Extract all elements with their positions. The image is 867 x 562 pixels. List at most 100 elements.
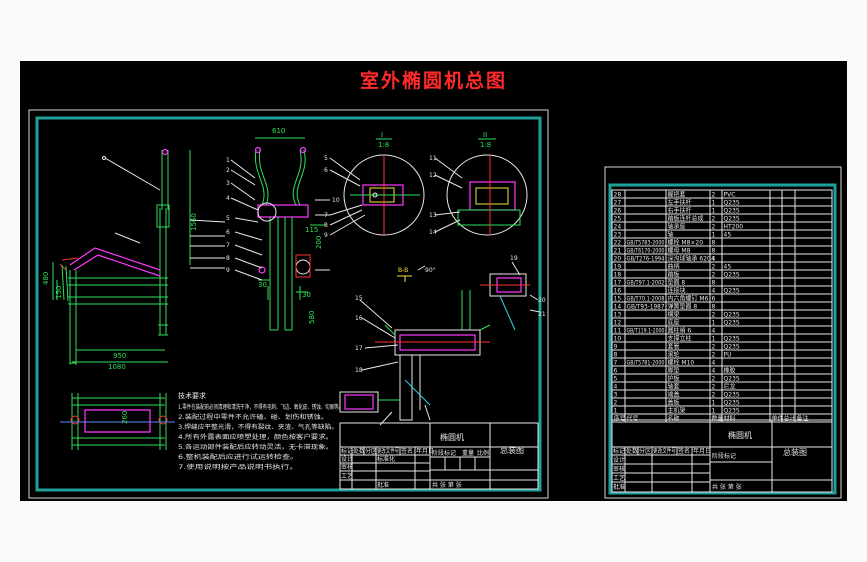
note-line-2: 2.装配过程中零件不允许磕、碰、划伤和锈蚀。 [178,413,328,421]
notes-heading: 技术要求 [178,391,206,400]
bom-cell: GB/T6170-2000 [627,247,665,254]
note-line-5: 5.各运动部件装配后应转动灵活，无卡滞现象。 [178,443,333,451]
bom-cell: 内六角螺钉 M6 [668,294,709,302]
bom-cell: 4 [712,287,716,294]
svg-text:6: 6 [324,167,328,174]
bom-cell: 左手扶杆 [668,198,692,206]
bom-cell: 弹簧垫圈 8 [668,302,698,310]
tb-drawing-no: 总装图 [500,445,524,455]
svg-text:20: 20 [538,297,546,304]
bom-cell: 26 [614,207,622,214]
bom-cell: 踏板连杆总成 [668,214,704,222]
svg-text:更改文件号: 更改文件号 [653,447,676,455]
bom-cell: 4 [712,367,716,374]
svg-text:处数: 处数 [353,447,365,455]
note-line-6: 6.整机装配后应进行试运转检查。 [178,453,298,461]
svg-text:5: 5 [324,155,328,162]
svg-text:阶段标记: 阶段标记 [432,449,456,457]
svg-text:16: 16 [355,315,363,322]
bom-cell: 19 [614,263,622,270]
front-view: 950 1080 480 150 1560 [42,148,226,371]
section-label: B-B [398,267,408,274]
callout-3: 3 [226,180,230,187]
note-line-3: 3.焊缝应平整光滑，不得有裂纹、夹渣、气孔等缺陷。 [178,423,338,431]
bom-header-cell: 代号 [627,414,639,422]
bom-cell: PVC [724,191,736,198]
bom-header-cell: 材料 [724,414,736,422]
dim-480: 480 [42,272,50,285]
bom-cell: GB/T70.1-2008 [627,295,665,302]
title-block-left: 椭圆机 总装图 标记 处数 分区 更改文件号 签名 年月日 设计 标准化 审核 … [339,422,539,490]
dim-150: 150 [55,286,63,299]
side-view: 610 115 200 580 30 30 1 2 3 4 5 6 7 8 9 … [226,127,340,331]
svg-text:13: 13 [429,212,437,219]
svg-text:标记: 标记 [341,447,353,455]
bom-cell: 2 [712,343,716,350]
bom-cell: 1 [712,207,716,214]
svg-text:标记: 标记 [613,447,625,455]
bom-cell: 圆柱销 6 [668,326,692,334]
bom-cell: GB/T5783-2000 [627,239,665,246]
tb-name: 椭圆机 [440,432,464,442]
bom-cell: 23 [614,231,622,238]
bom-header-cell: 序号 [614,414,626,422]
bom-cell: 螺栓 M10 [668,358,695,366]
svg-text:批准: 批准 [377,481,389,489]
callout-6: 6 [226,229,230,236]
dim-1080: 1080 [108,363,126,371]
detail-ii-label: II [483,131,487,139]
bom-cell: 尼龙 [724,382,736,390]
bom-cell: Q235 [724,375,740,382]
bom-cell: 17 [614,279,622,286]
dim-200: 200 [315,236,323,249]
bom-cell: 28 [614,191,622,198]
bom-cell: 45 [724,231,732,238]
bom-header-cell: 数量 [712,414,724,422]
bom-cell: 1 [712,407,716,414]
bom-cell: 2 [712,263,716,270]
callout-9: 9 [226,267,230,274]
callout-2: 2 [226,167,230,174]
title-block-bom: 椭圆机 总装图 标记 处数 分区 更改文件号 签名 年月日 设计 审核 工艺 批… [611,419,833,493]
svg-text:工艺: 工艺 [613,474,625,482]
bom-cell: 27 [614,199,622,206]
bom-cell: Q235 [724,319,740,326]
bom-cell: PU [724,351,732,358]
bom-cell: 8 [712,247,716,254]
bom-cell: GB/T276-1994 [627,255,665,262]
callout-1: 1 [226,157,230,164]
svg-text:阶段标记: 阶段标记 [712,452,736,460]
detail-i-label: I [381,131,383,139]
bom-cell: 15 [614,295,622,302]
bom-cell: 轴 [668,230,674,238]
bom-cell: 2 [712,223,716,230]
bom-cell: 2 [712,271,716,278]
main-sheet-frame [35,116,542,492]
bom-cell: 8 [712,303,716,310]
callout-7: 7 [226,242,230,249]
svg-text:比例: 比例 [477,449,489,457]
detail-i: I 1:8 56 789 [324,131,425,239]
bom-cell: Q235 [724,215,740,222]
svg-text:21: 21 [538,311,546,318]
bom-tb-name: 椭圆机 [728,430,752,440]
dim-610: 610 [272,127,285,135]
bom-cell: 垫圈 8 [668,278,686,286]
bom-cell: 20 [614,255,622,262]
bom-cell: GB/T97.1-2002 [627,279,665,286]
bom-sheet-frame [608,183,837,495]
bom-cell: 5 [614,375,618,382]
bom-cell: 轴承座 [668,222,686,230]
detail-ii-scale: 1:8 [480,141,491,149]
svg-text:14: 14 [429,229,437,236]
bom-cell: 轴套 [668,382,680,390]
dim-115: 115 [305,226,318,234]
bom-cell: 2 [712,383,716,390]
bom-cell: Q235 [724,399,740,406]
bom-sheet-border [604,166,842,499]
svg-text:设计: 设计 [613,456,625,464]
bom-cell: GB/T119.1-2000 [627,327,665,334]
svg-text:年月日: 年月日 [416,447,434,455]
bom-cell: 3 [614,391,618,398]
bom-cell: 8 [712,239,716,246]
